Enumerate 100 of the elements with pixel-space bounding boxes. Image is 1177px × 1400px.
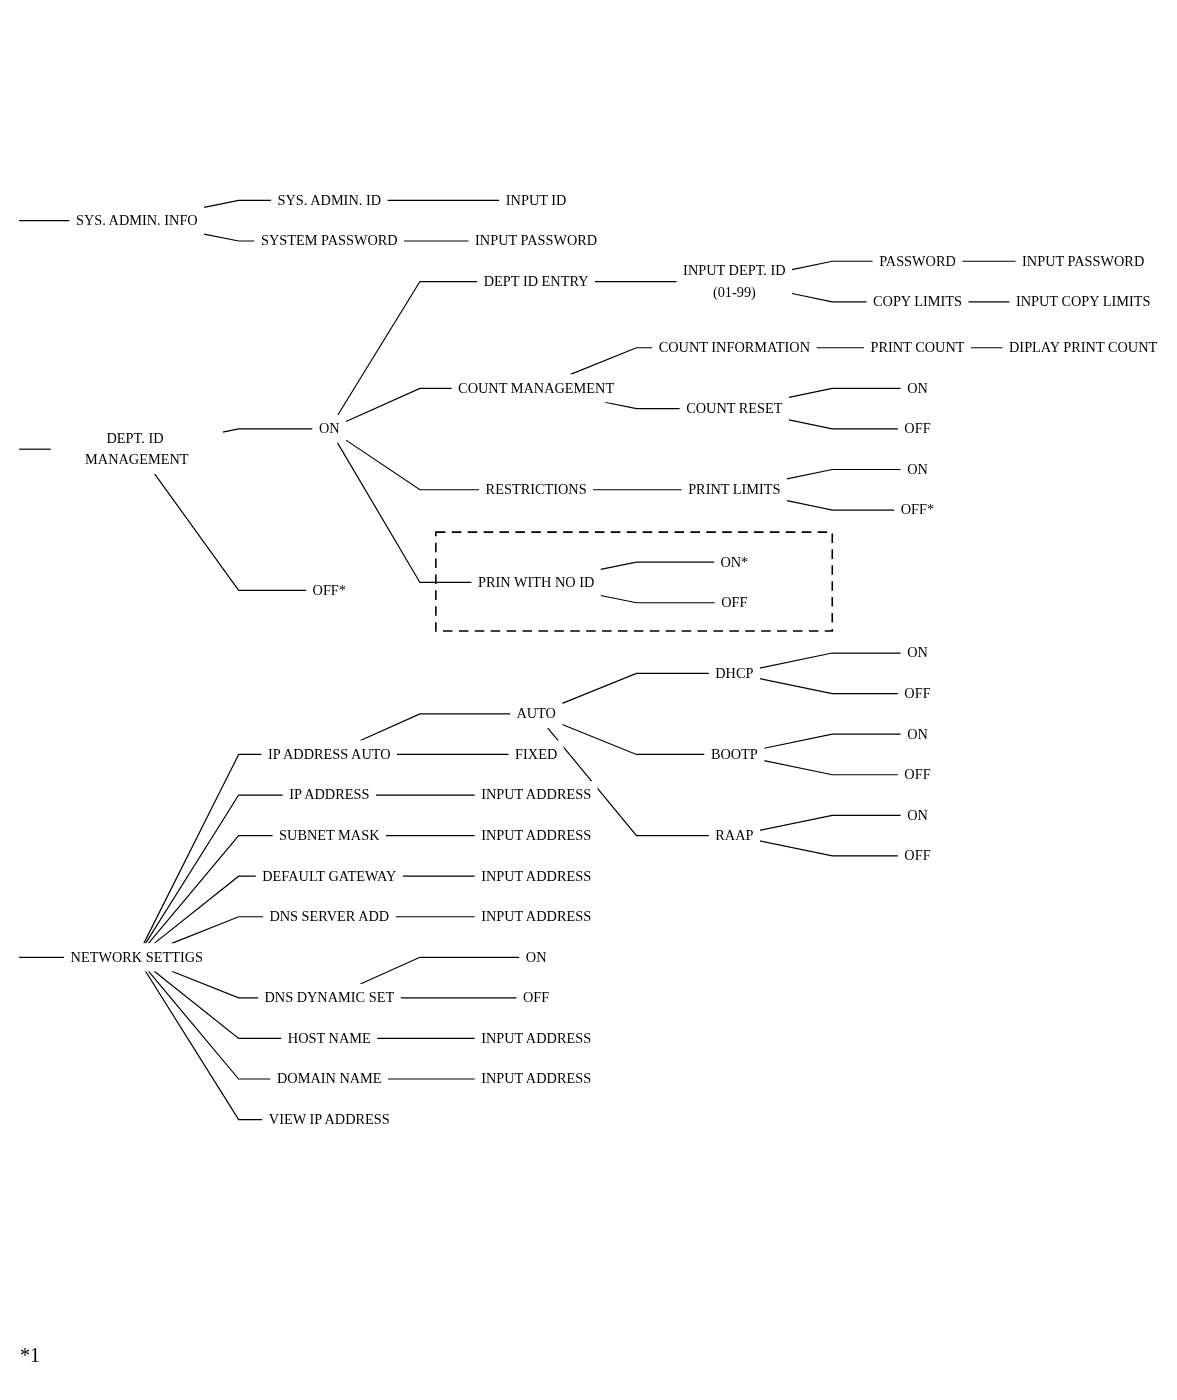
connector [561, 672, 710, 704]
node-text: SUBNET MASK [279, 827, 380, 844]
node-text: ON [907, 461, 928, 478]
node-text: SYS. ADMIN. INFO [75, 212, 198, 229]
node-text: PRINT LIMITS [688, 481, 781, 498]
node-text: COUNT MANAGEMENT [458, 379, 615, 396]
connector [394, 916, 476, 918]
node-text: INPUT PASSWORD [1022, 252, 1145, 269]
connector [337, 280, 478, 416]
node-text: IP ADDRESS AUTO [268, 746, 391, 763]
connector [147, 970, 272, 1080]
connector [788, 419, 899, 430]
node-text: DEPT ID ENTRY [483, 273, 589, 290]
node-text: OFF* [900, 501, 935, 518]
node-text: IP ADDRESS [289, 786, 370, 803]
node-text: DEPT. ID MANAGEMENT [85, 430, 189, 468]
connector [786, 500, 895, 511]
connector [759, 652, 902, 669]
connector [144, 970, 264, 1121]
node-text: DNS DYNAMIC SET [264, 989, 395, 1006]
node-text: NETWORK SETTIGS [70, 948, 204, 965]
connector [759, 678, 899, 695]
connector [561, 723, 706, 756]
connector [759, 840, 899, 857]
connector [18, 956, 65, 958]
connector [815, 347, 865, 349]
connector [592, 489, 683, 491]
node-text: OFF [904, 685, 931, 702]
connector [171, 970, 259, 999]
connector [18, 220, 71, 222]
node-text: INPUT PASSWORD [475, 232, 598, 249]
connector [402, 875, 476, 877]
node-text: COUNT RESET [686, 400, 783, 417]
node-text: DOMAIN NAME [276, 1070, 382, 1087]
connector [547, 727, 710, 837]
node-text: OFF [721, 594, 748, 611]
connector [153, 875, 257, 944]
connector [970, 347, 1004, 349]
connector [143, 753, 263, 944]
footnote-mark: *1 [20, 1344, 40, 1367]
connector [147, 835, 274, 944]
node-text: SYS. ADMIN. ID [277, 192, 382, 208]
node-text: RESTRICTIONS [485, 481, 587, 498]
node-text: BOOTP [710, 746, 758, 763]
node-text: SYSTEM PASSWORD [260, 232, 398, 249]
node-text: AUTO [516, 705, 556, 722]
node-text: FIXED [515, 746, 558, 763]
node-text: INPUT ID [505, 192, 567, 208]
node-text: ON [525, 948, 547, 965]
connector [153, 970, 283, 1040]
node-text: DIPLAY PRINT COUNT [1009, 339, 1158, 356]
cluster [435, 531, 834, 632]
connector [791, 260, 874, 271]
node-text: COUNT INFORMATION [658, 339, 810, 356]
node-text: INPUT ADDRESS [481, 827, 592, 844]
connector [18, 448, 52, 450]
connector [359, 956, 521, 985]
connector [791, 292, 868, 303]
connector [604, 401, 681, 410]
node-text: OFF* [312, 582, 347, 598]
connector [375, 794, 476, 796]
node-text: PRINT COUNT [870, 339, 965, 356]
connector [594, 280, 678, 283]
connector [763, 760, 899, 776]
node-text: ON* [720, 553, 749, 570]
node-text: INPUT DEPT. ID (01-99) [683, 262, 786, 300]
connector [336, 442, 473, 584]
connector [961, 260, 1017, 262]
connector [788, 387, 902, 398]
node-text: PASSWORD [879, 252, 956, 269]
connector [967, 301, 1011, 303]
node-text: ON [907, 725, 928, 742]
node-text: RAAP [715, 827, 754, 844]
connector [203, 199, 272, 208]
node-text: ON [907, 806, 928, 823]
connector [399, 997, 518, 999]
node-text: OFF [523, 989, 550, 1006]
connector [376, 1037, 476, 1040]
connector [345, 439, 480, 491]
node-text: OFF [904, 847, 931, 864]
connector [144, 794, 284, 944]
connector [222, 428, 314, 433]
node-text: ON [907, 379, 928, 396]
node-text: PRIN WITH NO ID [478, 574, 595, 590]
node-text: ON [318, 420, 340, 437]
node-text: HOST NAME [287, 1030, 371, 1047]
connector [600, 561, 715, 570]
node-text: ON [907, 644, 928, 661]
node-text: INPUT ADDRESS [481, 1030, 592, 1047]
connector [359, 713, 511, 742]
connector [386, 199, 501, 201]
node-text: INPUT ADDRESS [481, 786, 592, 803]
connector [345, 387, 453, 423]
node-text: VIEW IP ADDRESS [268, 1111, 390, 1128]
connector [759, 814, 902, 831]
connector [569, 347, 653, 375]
connector [786, 468, 902, 480]
connector [396, 753, 510, 756]
node-text: INPUT ADDRESS [481, 908, 592, 925]
connector [154, 473, 307, 591]
